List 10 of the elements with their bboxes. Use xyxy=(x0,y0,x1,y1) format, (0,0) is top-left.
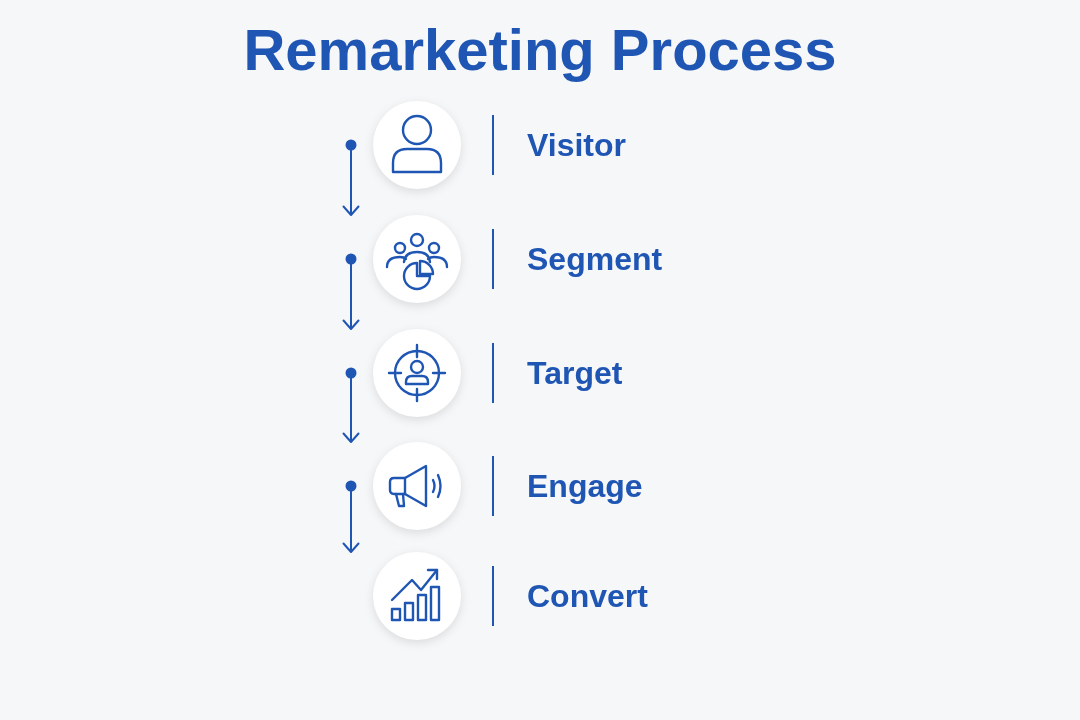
title: Remarketing Process xyxy=(243,17,837,84)
arrow xyxy=(342,367,360,443)
step-label: Convert xyxy=(527,577,648,615)
step-label: Segment xyxy=(527,240,663,278)
step-label: Engage xyxy=(527,467,643,505)
arrow xyxy=(342,139,360,216)
arrow xyxy=(342,253,360,330)
step-label: Target xyxy=(527,354,623,392)
step-label: Visitor xyxy=(527,126,626,164)
arrow xyxy=(342,480,360,553)
